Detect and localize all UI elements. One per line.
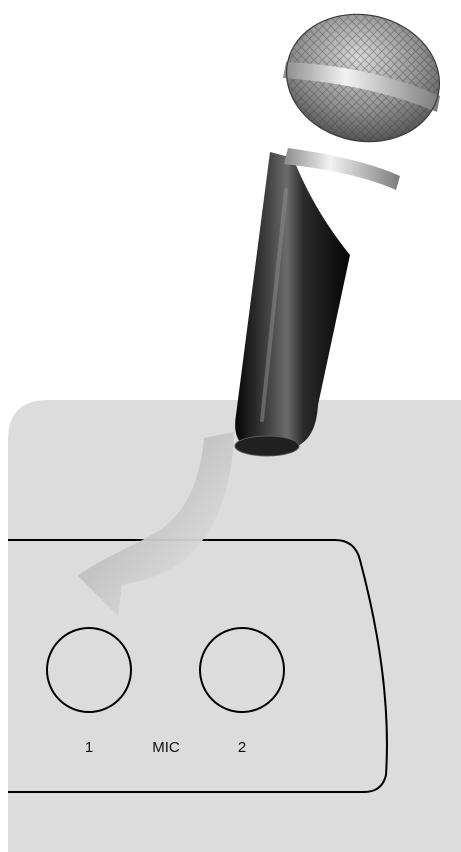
device-body <box>8 400 461 852</box>
device-panel-icon <box>8 400 461 852</box>
microphone-icon <box>235 0 461 456</box>
mic-section-label: MIC <box>152 739 180 756</box>
jack-2-label: 2 <box>238 739 246 756</box>
jack-1-label: 1 <box>85 739 93 756</box>
microphone-bottom-cap <box>235 436 299 456</box>
